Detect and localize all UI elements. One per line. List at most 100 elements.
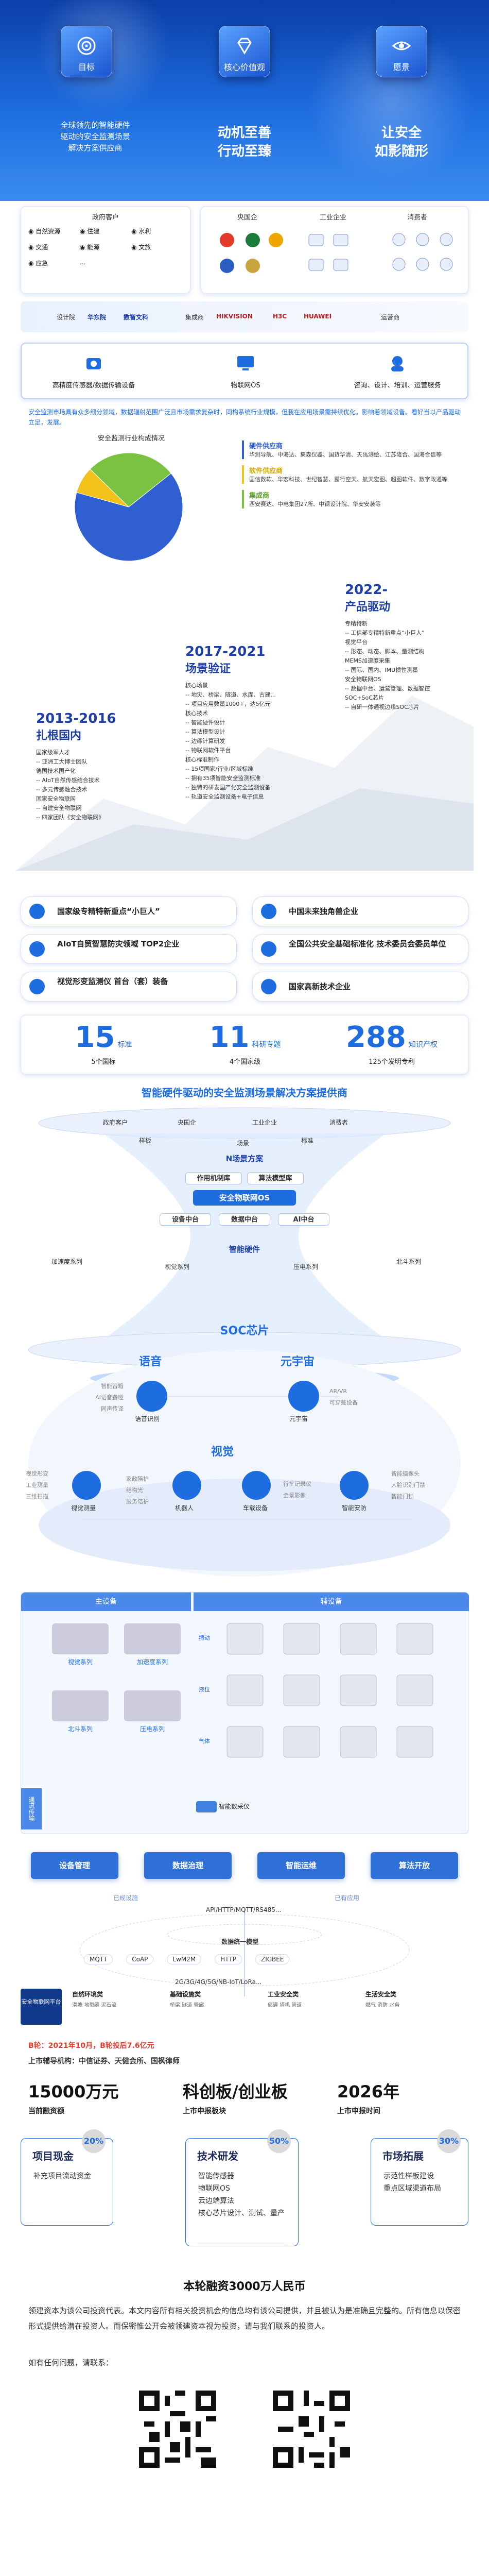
device-accel: 加速度系列 [124, 1623, 181, 1666]
card-title: 消费者 [407, 214, 428, 222]
vision-node: 视觉测量 [71, 1504, 96, 1512]
stat-sub: 5个国标 [91, 1058, 116, 1066]
hero-line: 行动至臻 [217, 144, 271, 159]
gateway-icon [196, 1801, 217, 1812]
pie-chart-panel: 安全监测行业构成情况 [31, 433, 232, 577]
gov-item: ◉ 自然资源 [28, 228, 61, 235]
network-api: API/HTTP/MQTT/RS485... [206, 1906, 282, 1913]
protocol-pill: HTTP [215, 1954, 242, 1964]
aux-row-label: 气体 [199, 1738, 210, 1744]
partner-logo: 华东院 [88, 314, 107, 321]
hw-series-label: 加速度系列 [51, 1258, 83, 1265]
os-node: 安全物联网OS [193, 1190, 296, 1206]
timeline-section: 2013-2016 扎根国内 国家级军人才-- 亚洲工大博士团队德国技术国产化-… [0, 582, 489, 891]
legend-integrator: 集成商 西安赛达、中电集团27所、中钢设计院、华安安装等 [242, 490, 463, 509]
voice-core: 语音识别 [135, 1415, 160, 1422]
hero-line: 如影随形 [374, 144, 428, 159]
vr-icon [288, 1381, 319, 1412]
camera-icon [72, 1471, 101, 1500]
hw-series-label: 北斗系列 [396, 1258, 422, 1265]
timeline-title: 扎根国内 [36, 730, 82, 742]
honor-item: 国家级专精特新重点“小巨人” [21, 896, 237, 926]
legend-name: 硬件供应商 [249, 443, 283, 450]
vision-node: 智能安防 [342, 1504, 367, 1512]
stat-sub: 125个发明专利 [369, 1058, 415, 1066]
stat-projects: 11 科研专题 4个国家级 [183, 1021, 307, 1066]
partner-logo: HIKVISION [216, 313, 253, 320]
stat-sub: 4个国家级 [229, 1058, 261, 1066]
aux-row-label: 振动 [199, 1635, 210, 1641]
timeline-title: 场景验证 [185, 663, 231, 675]
device-visual: 视觉系列 [52, 1623, 109, 1666]
hero-line: 动机至善 [217, 125, 271, 141]
protocol-pill: ZIGBEE [255, 1954, 290, 1964]
finance-time: 2026年上市申报时间 [337, 2082, 400, 2115]
closing-body: 领建资本为该公司投资代表。本文内容所有相关投资机会的信息均有该公司提供，并且被认… [28, 2306, 461, 2331]
solution-title: 智能硬件驱动的安全监测场景解决方案提供商 [142, 1087, 347, 1099]
honor-item: AIoT自贸智慧防灾领域 TOP2企业 [21, 934, 237, 964]
legend-desc: 国信数软、华宏科技、世纪智慧、霸行空天、航天宏图、超图软件、数字政通等 [249, 476, 447, 483]
solution-mid-label: 场景 [237, 1140, 250, 1147]
device-matrix: 主设备 辅设备 视觉系列 加速度系列 北斗系列 压电系列 振动 液位 气体 通讯… [21, 1592, 469, 1834]
b-round-text: B轮：2021年10月，B轮投后7.6亿元 [28, 2042, 154, 2050]
industry-icons [302, 227, 379, 284]
timeline-stage-1: 2013-2016 扎根国内 国家级军人才-- 亚洲工大博士团队德国技术国产化-… [36, 711, 170, 822]
aux-row-label: 液位 [199, 1686, 210, 1693]
hero-tile-values: 核心价值观 [219, 26, 270, 77]
stat-unit: 标准 [117, 1041, 132, 1049]
fund-title: 市场拓展 [382, 2150, 424, 2162]
gov-item: ◉ 交通 [28, 244, 48, 251]
protocol-pill: LwM2M [167, 1954, 202, 1964]
solution-mid-label: 样板 [139, 1137, 152, 1144]
mountain-decor [15, 696, 474, 871]
partner-logo: HUAWEI [304, 313, 332, 320]
card-title: 政府客户 [92, 214, 119, 222]
gov-customers-card: 政府客户 ◉ 自然资源 ◉ 住建 ◉ 水利 ◉ 交通 ◉ 能源 ◉ 文旅 ◉ 应… [21, 206, 190, 294]
gov-item: ◉ 能源 [80, 244, 100, 251]
fund-title: 技术研发 [197, 2150, 238, 2162]
offerings-card: 高精度传感器/数据传输设备 物联网OS 咨询、设计、培训、运营服务 [21, 343, 468, 399]
pie-slice-1 [74, 473, 183, 562]
cat-industry: 工业安全类储罐 塔机 管道 [268, 1991, 302, 2008]
device-hub: 设备中台 [160, 1213, 211, 1226]
piezo-device-icon [124, 1690, 181, 1721]
hero-tile-label: 核心价值观 [223, 62, 265, 72]
partner-logo: 数智文科 [124, 314, 149, 321]
fund-items: 示范性样板建设重点区域渠道布局 [383, 2172, 441, 2193]
offering-service: 咨询、设计、培训、运营服务 [346, 353, 449, 389]
timeline-lines: 专精特新-- 工信部专精特新重点“小巨人”视觉平台-- 形态、动态、脚本、量测结… [345, 620, 430, 710]
vision-right-items: 智能摄像头人脸识别门禁智能门锁 [391, 1470, 425, 1500]
honor-item: 中国未来独角兽企业 [252, 896, 468, 926]
mechanism-db: 作用机制库 [185, 1172, 242, 1184]
partners-row: 设计院 华东院 数智文科 集成商 HIKVISION H3C HUAWEI 运营… [21, 301, 468, 332]
hero-line: 让安全 [381, 125, 422, 141]
factory-icon [308, 234, 348, 271]
fund-cash: 20% 项目现金 补充项目流动资金 [21, 2129, 113, 2226]
honor-item: 国家高新技术企业 [252, 972, 468, 1002]
timeline-year: 2022- [345, 582, 388, 598]
chart-title: 安全监测行业构成情况 [97, 435, 165, 443]
stat-ip: 288 知识产权 125个发明专利 [325, 1021, 459, 1066]
platform-box: 安全物联网平台 [21, 1989, 62, 2025]
vision-mid-items: 家政陪护结构光服务陪护 [126, 1476, 149, 1505]
beidou-device-icon [52, 1690, 109, 1721]
hero-line: 解决方案供应商 [68, 143, 123, 152]
voice-title: 语音 [139, 1355, 162, 1368]
domain-diagram [28, 1350, 461, 1577]
vision-car-items: 行车记录仪全景影像 [283, 1481, 311, 1499]
timeline-title: 产品驱动 [345, 601, 391, 614]
hw-series-label: 视觉系列 [165, 1263, 190, 1270]
solution-mid-label: 标准 [301, 1137, 314, 1144]
car-icon [242, 1471, 271, 1500]
legend-software: 软件供应商 国信数软、华宏科技、世纪智慧、霸行空天、航天宏图、超图软件、数字政通… [242, 465, 463, 484]
gov-item: ◉ 应急 [28, 260, 48, 267]
hero-line: 驱动的安全监测场景 [60, 132, 130, 141]
offering-label: 物联网OS [231, 382, 260, 389]
gov-item: ... [80, 259, 86, 266]
protocol-row: MQTT CoAP LwM2M HTTP ZIGBEE [82, 1953, 412, 1966]
gov-grid: ◉ 自然资源 ◉ 住建 ◉ 水利 ◉ 交通 ◉ 能源 ◉ 文旅 ◉ 应急 ... [28, 227, 183, 267]
aux-device-header: 辅设备 [194, 1592, 469, 1611]
network-top-left: 已规设施 [113, 1894, 138, 1902]
